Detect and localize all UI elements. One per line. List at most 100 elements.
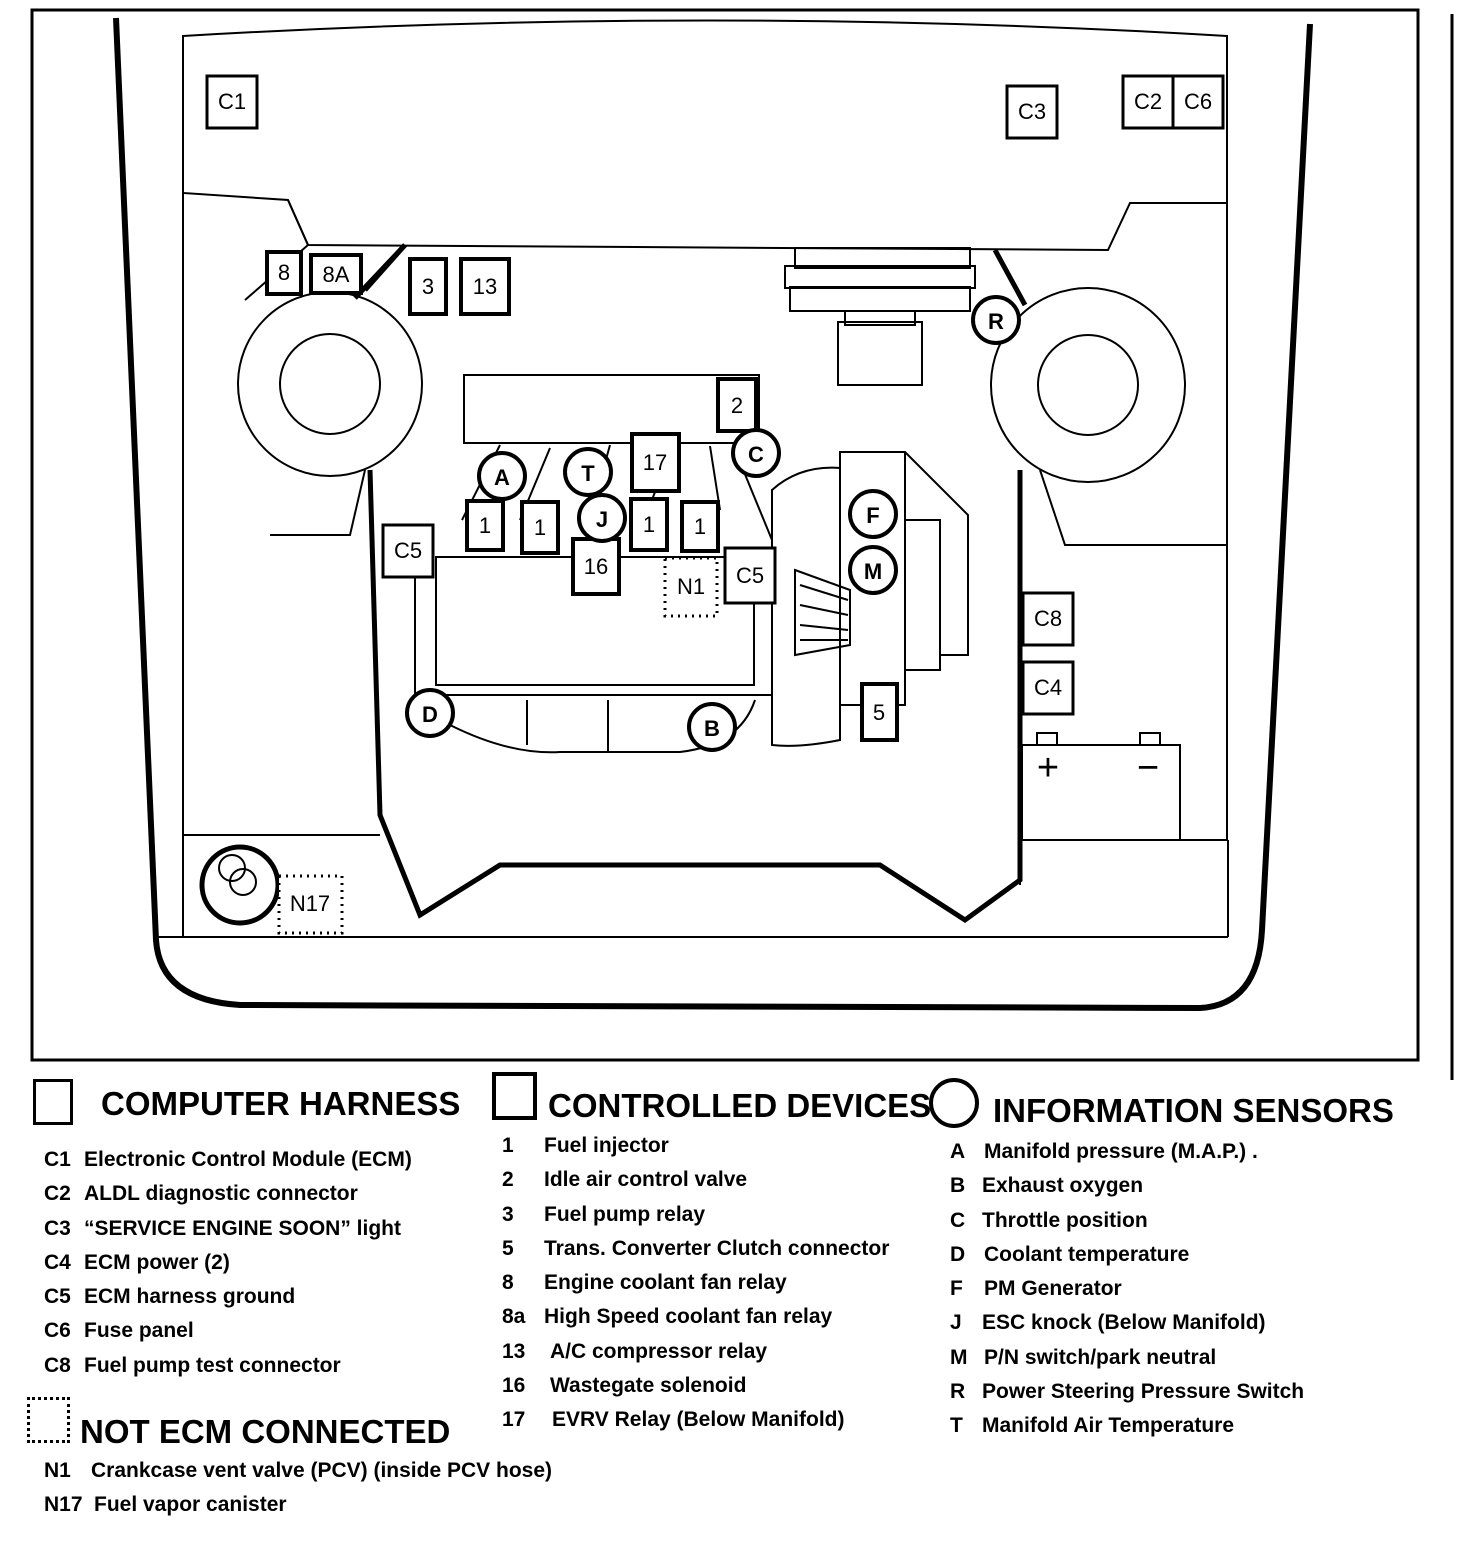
- svg-text:C1: C1: [218, 89, 246, 114]
- battery-positive-terminal: +: [1037, 747, 1059, 789]
- left-strut-inner: [279, 333, 381, 435]
- device-2: 2: [716, 377, 758, 433]
- svg-text:8A: 8A: [323, 262, 350, 287]
- svg-text:B: B: [704, 716, 720, 741]
- svg-text:2: 2: [731, 393, 743, 418]
- svg-text:C8: C8: [1034, 606, 1062, 631]
- left-strut-outer: [237, 291, 423, 477]
- svg-text:N17: N17: [290, 891, 330, 916]
- turbocharger-housing: [771, 466, 841, 747]
- harness-C3: C3: [1005, 84, 1059, 140]
- harness-C5-right: C5: [723, 546, 777, 605]
- svg-text:M: M: [864, 559, 882, 584]
- sensor-A: A: [477, 451, 527, 501]
- legend-not-ecm-symbol: [27, 1397, 70, 1443]
- sensor-M: M: [848, 545, 898, 595]
- legend-devices-title: CONTROLLED DEVICES: [548, 1087, 932, 1124]
- sensor-D: D: [405, 688, 455, 738]
- sensor-B: B: [687, 702, 737, 752]
- engine-compartment-diagram: + − C1 C3 C2 C6 C5 C5 C8 C4 8: [30, 8, 1454, 1080]
- svg-text:R: R: [988, 309, 1004, 334]
- svg-text:A: A: [494, 465, 510, 490]
- throttle-plenum: [463, 374, 760, 444]
- harness-C4: C4: [1021, 660, 1075, 716]
- legend-item: C3“SERVICE ENGINE SOON” light: [44, 1216, 401, 1240]
- svg-text:T: T: [581, 461, 595, 486]
- svg-text:1: 1: [694, 514, 706, 539]
- sensor-J: J: [577, 493, 627, 543]
- legend-harness-symbol: [33, 1079, 73, 1125]
- sensor-T: T: [563, 447, 613, 497]
- legend-devices-symbol: [492, 1072, 537, 1120]
- svg-text:C: C: [748, 442, 764, 467]
- svg-text:5: 5: [873, 700, 885, 725]
- device-1-injector-4: 1: [680, 500, 720, 553]
- battery: [1021, 744, 1181, 841]
- device-5: 5: [860, 682, 899, 742]
- firewall: [182, 19, 1228, 252]
- legend-harness-title: COMPUTER HARNESS: [101, 1085, 461, 1122]
- sensor-F: F: [848, 489, 898, 539]
- svg-text:C5: C5: [394, 538, 422, 563]
- diagram-frame: [30, 8, 1420, 1062]
- right-strut-outer: [990, 287, 1186, 483]
- sensor-R: R: [971, 295, 1021, 345]
- svg-text:13: 13: [473, 274, 497, 299]
- vehicle-body-outline: [113, 17, 1313, 1012]
- sensor-C: C: [731, 428, 781, 478]
- device-8A: 8A: [309, 253, 363, 295]
- harness-C6: C6: [1171, 74, 1225, 130]
- device-1-injector-3: 1: [629, 497, 669, 552]
- not-ecm-N17: N17: [277, 874, 344, 935]
- device-16: 16: [571, 537, 621, 596]
- device-1-injector-2: 1: [520, 500, 560, 555]
- svg-text:F: F: [866, 503, 879, 528]
- legend-sensors-title: INFORMATION SENSORS: [993, 1092, 1394, 1129]
- device-1-injector-1: 1: [465, 499, 505, 552]
- svg-text:8: 8: [278, 260, 290, 285]
- svg-text:1: 1: [534, 515, 546, 540]
- device-13: 13: [459, 257, 511, 316]
- svg-text:C2: C2: [1134, 89, 1162, 114]
- svg-text:C5: C5: [736, 563, 764, 588]
- svg-text:17: 17: [643, 450, 667, 475]
- device-8: 8: [265, 250, 303, 296]
- svg-text:J: J: [596, 507, 608, 532]
- svg-text:C4: C4: [1034, 675, 1062, 700]
- brake-booster-block: [837, 321, 923, 386]
- svg-text:D: D: [422, 702, 438, 727]
- svg-text:N1: N1: [677, 574, 705, 599]
- right-strut-inner: [1037, 334, 1139, 436]
- legend-sensors-symbol: [929, 1078, 979, 1128]
- legend-not-ecm-title: NOT ECM CONNECTED: [80, 1413, 451, 1450]
- battery-negative-terminal: −: [1137, 747, 1159, 789]
- device-3: 3: [408, 257, 448, 316]
